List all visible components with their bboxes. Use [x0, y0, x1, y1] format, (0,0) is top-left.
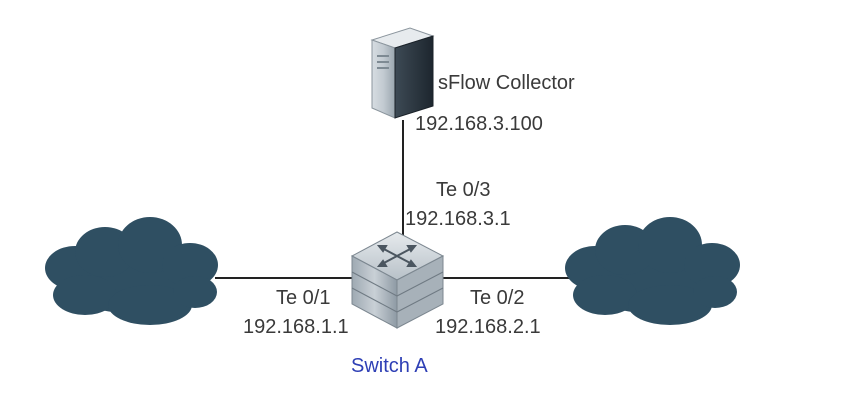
right-ip: 192.168.2.1	[435, 316, 541, 338]
uplink-ip: 192.168.3.1	[405, 208, 511, 230]
left-port: Te 0/1	[276, 287, 331, 309]
server-icon	[370, 27, 435, 119]
collector-ip: 192.168.3.100	[415, 113, 543, 135]
right-port: Te 0/2	[470, 287, 525, 309]
link-lines	[215, 120, 580, 279]
cloud-icon-right	[565, 217, 740, 325]
cloud-icon-left	[45, 217, 218, 325]
collector-name: sFlow Collector	[438, 72, 575, 94]
switch-icon	[350, 231, 445, 329]
left-ip: 192.168.1.1	[243, 316, 349, 338]
uplink-port: Te 0/3	[436, 179, 491, 201]
switch-name: Switch A	[351, 355, 428, 377]
